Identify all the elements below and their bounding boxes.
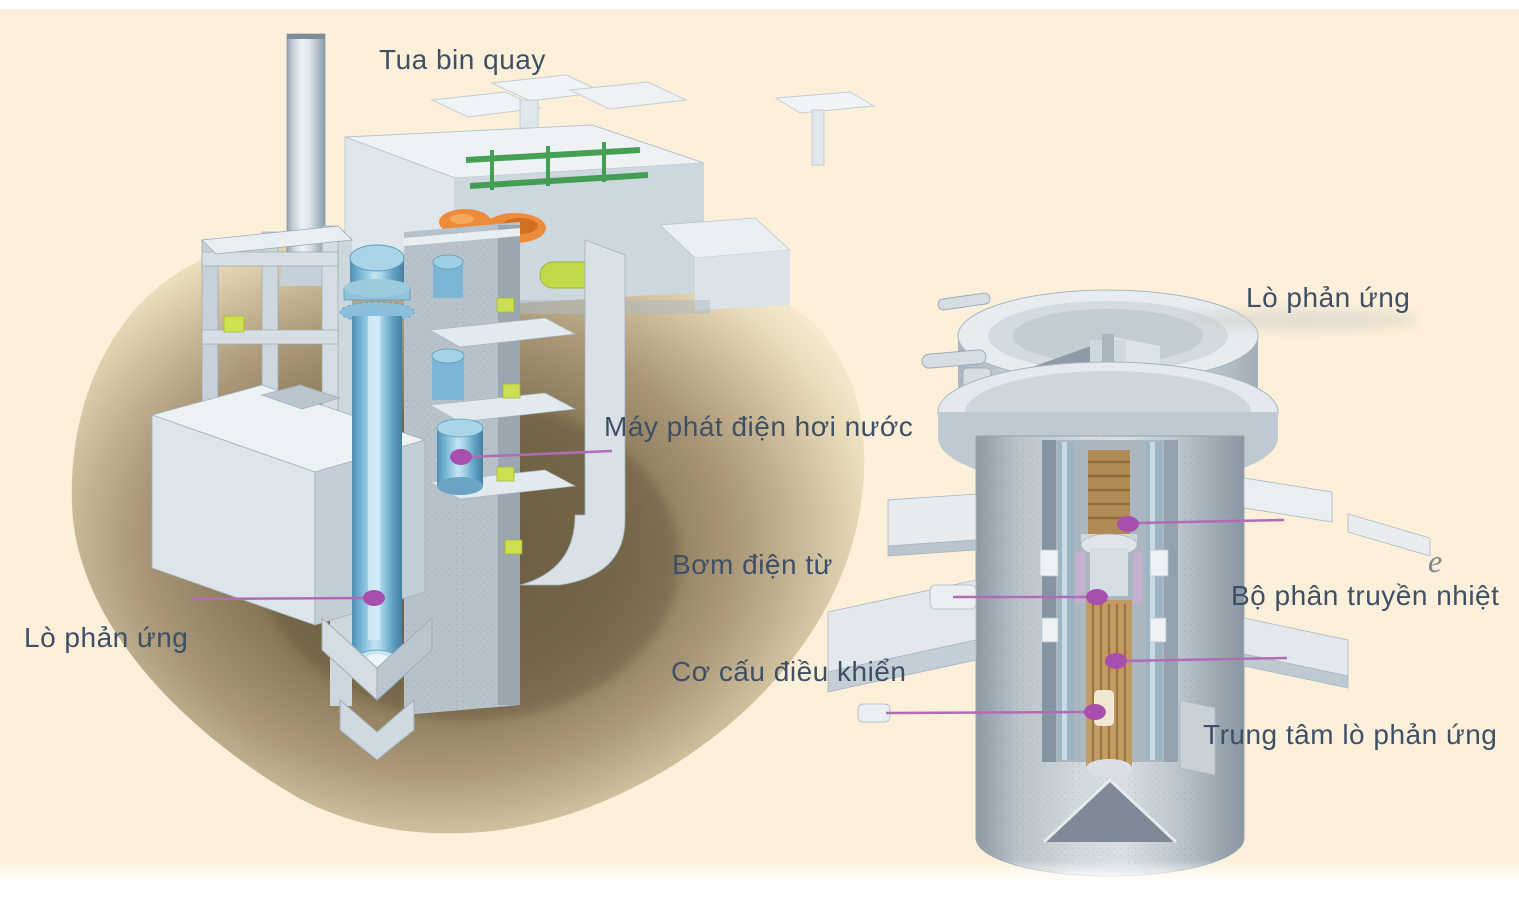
callout-line-core <box>1123 656 1288 663</box>
callout-dot-heat-transfer <box>1117 516 1139 532</box>
support-beams <box>827 477 1431 776</box>
green-pipes <box>465 142 649 190</box>
callout-line-steam-generator <box>467 449 613 459</box>
callout-line-reactor-left <box>189 596 367 601</box>
power-plant-cutaway-illustration <box>71 33 876 834</box>
label-heat-transfer-unit: Bộ phân truyền nhiệt <box>1231 580 1500 611</box>
label-reactor-right: Lò phản ứng <box>1246 282 1411 313</box>
callout-dot-pump <box>1086 589 1108 605</box>
frame-top-border <box>0 0 1519 9</box>
label-turbine: Tua bin quay <box>379 44 546 75</box>
roof-panels <box>430 74 876 166</box>
frame-bottom-border <box>0 860 1519 899</box>
yellow-equipment-cubes <box>496 297 523 555</box>
support-tabs <box>1039 549 1169 643</box>
callout-dot-reactor-left <box>363 590 385 606</box>
label-electromagnetic-pump: Bơm điện từ <box>672 549 833 580</box>
bottom-notch <box>1044 780 1176 842</box>
core-column <box>1076 450 1142 777</box>
callout-dot-steam-generator <box>450 449 472 465</box>
callout-line-heat-transfer <box>1135 518 1285 525</box>
label-smudge <box>1182 309 1418 331</box>
vessel-head <box>921 289 1279 488</box>
callout-dot-core <box>1105 653 1127 669</box>
label-steam-generator: Máy phát điện hơi nước <box>604 411 914 442</box>
steam-generator-bay <box>428 239 626 586</box>
label-reactor-left: Lò phản ứng <box>24 622 189 653</box>
chimney <box>279 33 333 286</box>
stray-mark: e <box>1428 543 1442 579</box>
label-control-mechanism: Cơ cấu điều khiển <box>671 656 907 687</box>
shaft-casing-bottom <box>321 616 433 761</box>
underground-structure <box>150 222 626 761</box>
callout-dot-control <box>1084 704 1106 720</box>
label-reactor-core: Trung tâm lò phản ứng <box>1203 719 1498 750</box>
callouts: e <box>189 449 1442 720</box>
callout-line-control <box>885 710 1089 715</box>
